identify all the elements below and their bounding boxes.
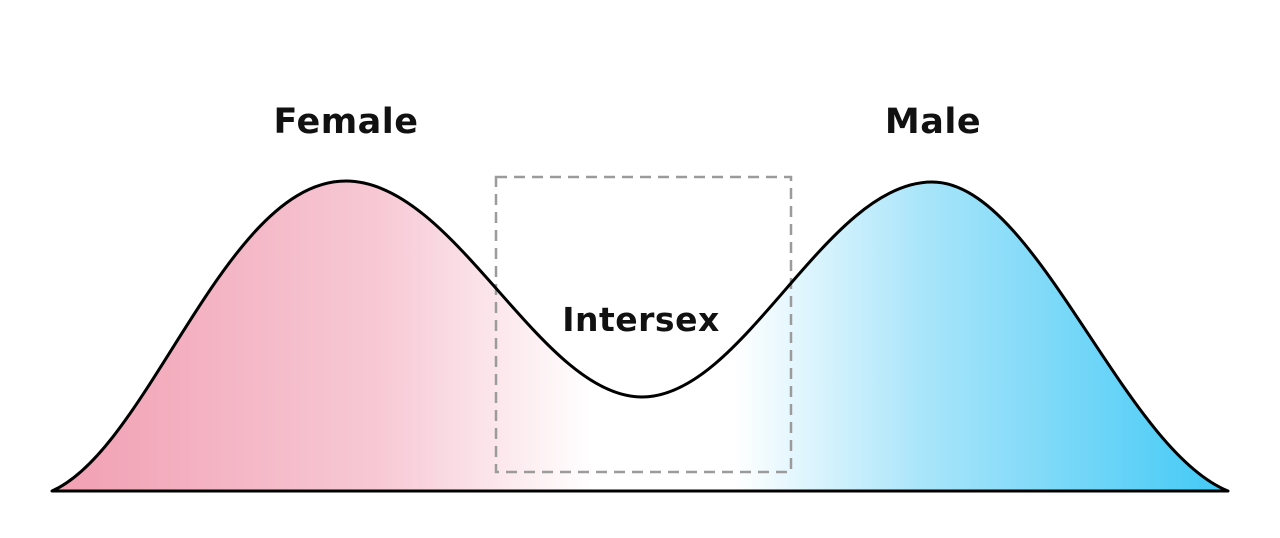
intersex-dashed-box (494, 175, 793, 474)
intersex-label: Intersex (562, 300, 720, 339)
female-label: Female (273, 102, 418, 142)
distribution-fill (52, 181, 1228, 491)
male-label: Male (885, 102, 981, 142)
distribution-curve (50, 179, 1230, 493)
